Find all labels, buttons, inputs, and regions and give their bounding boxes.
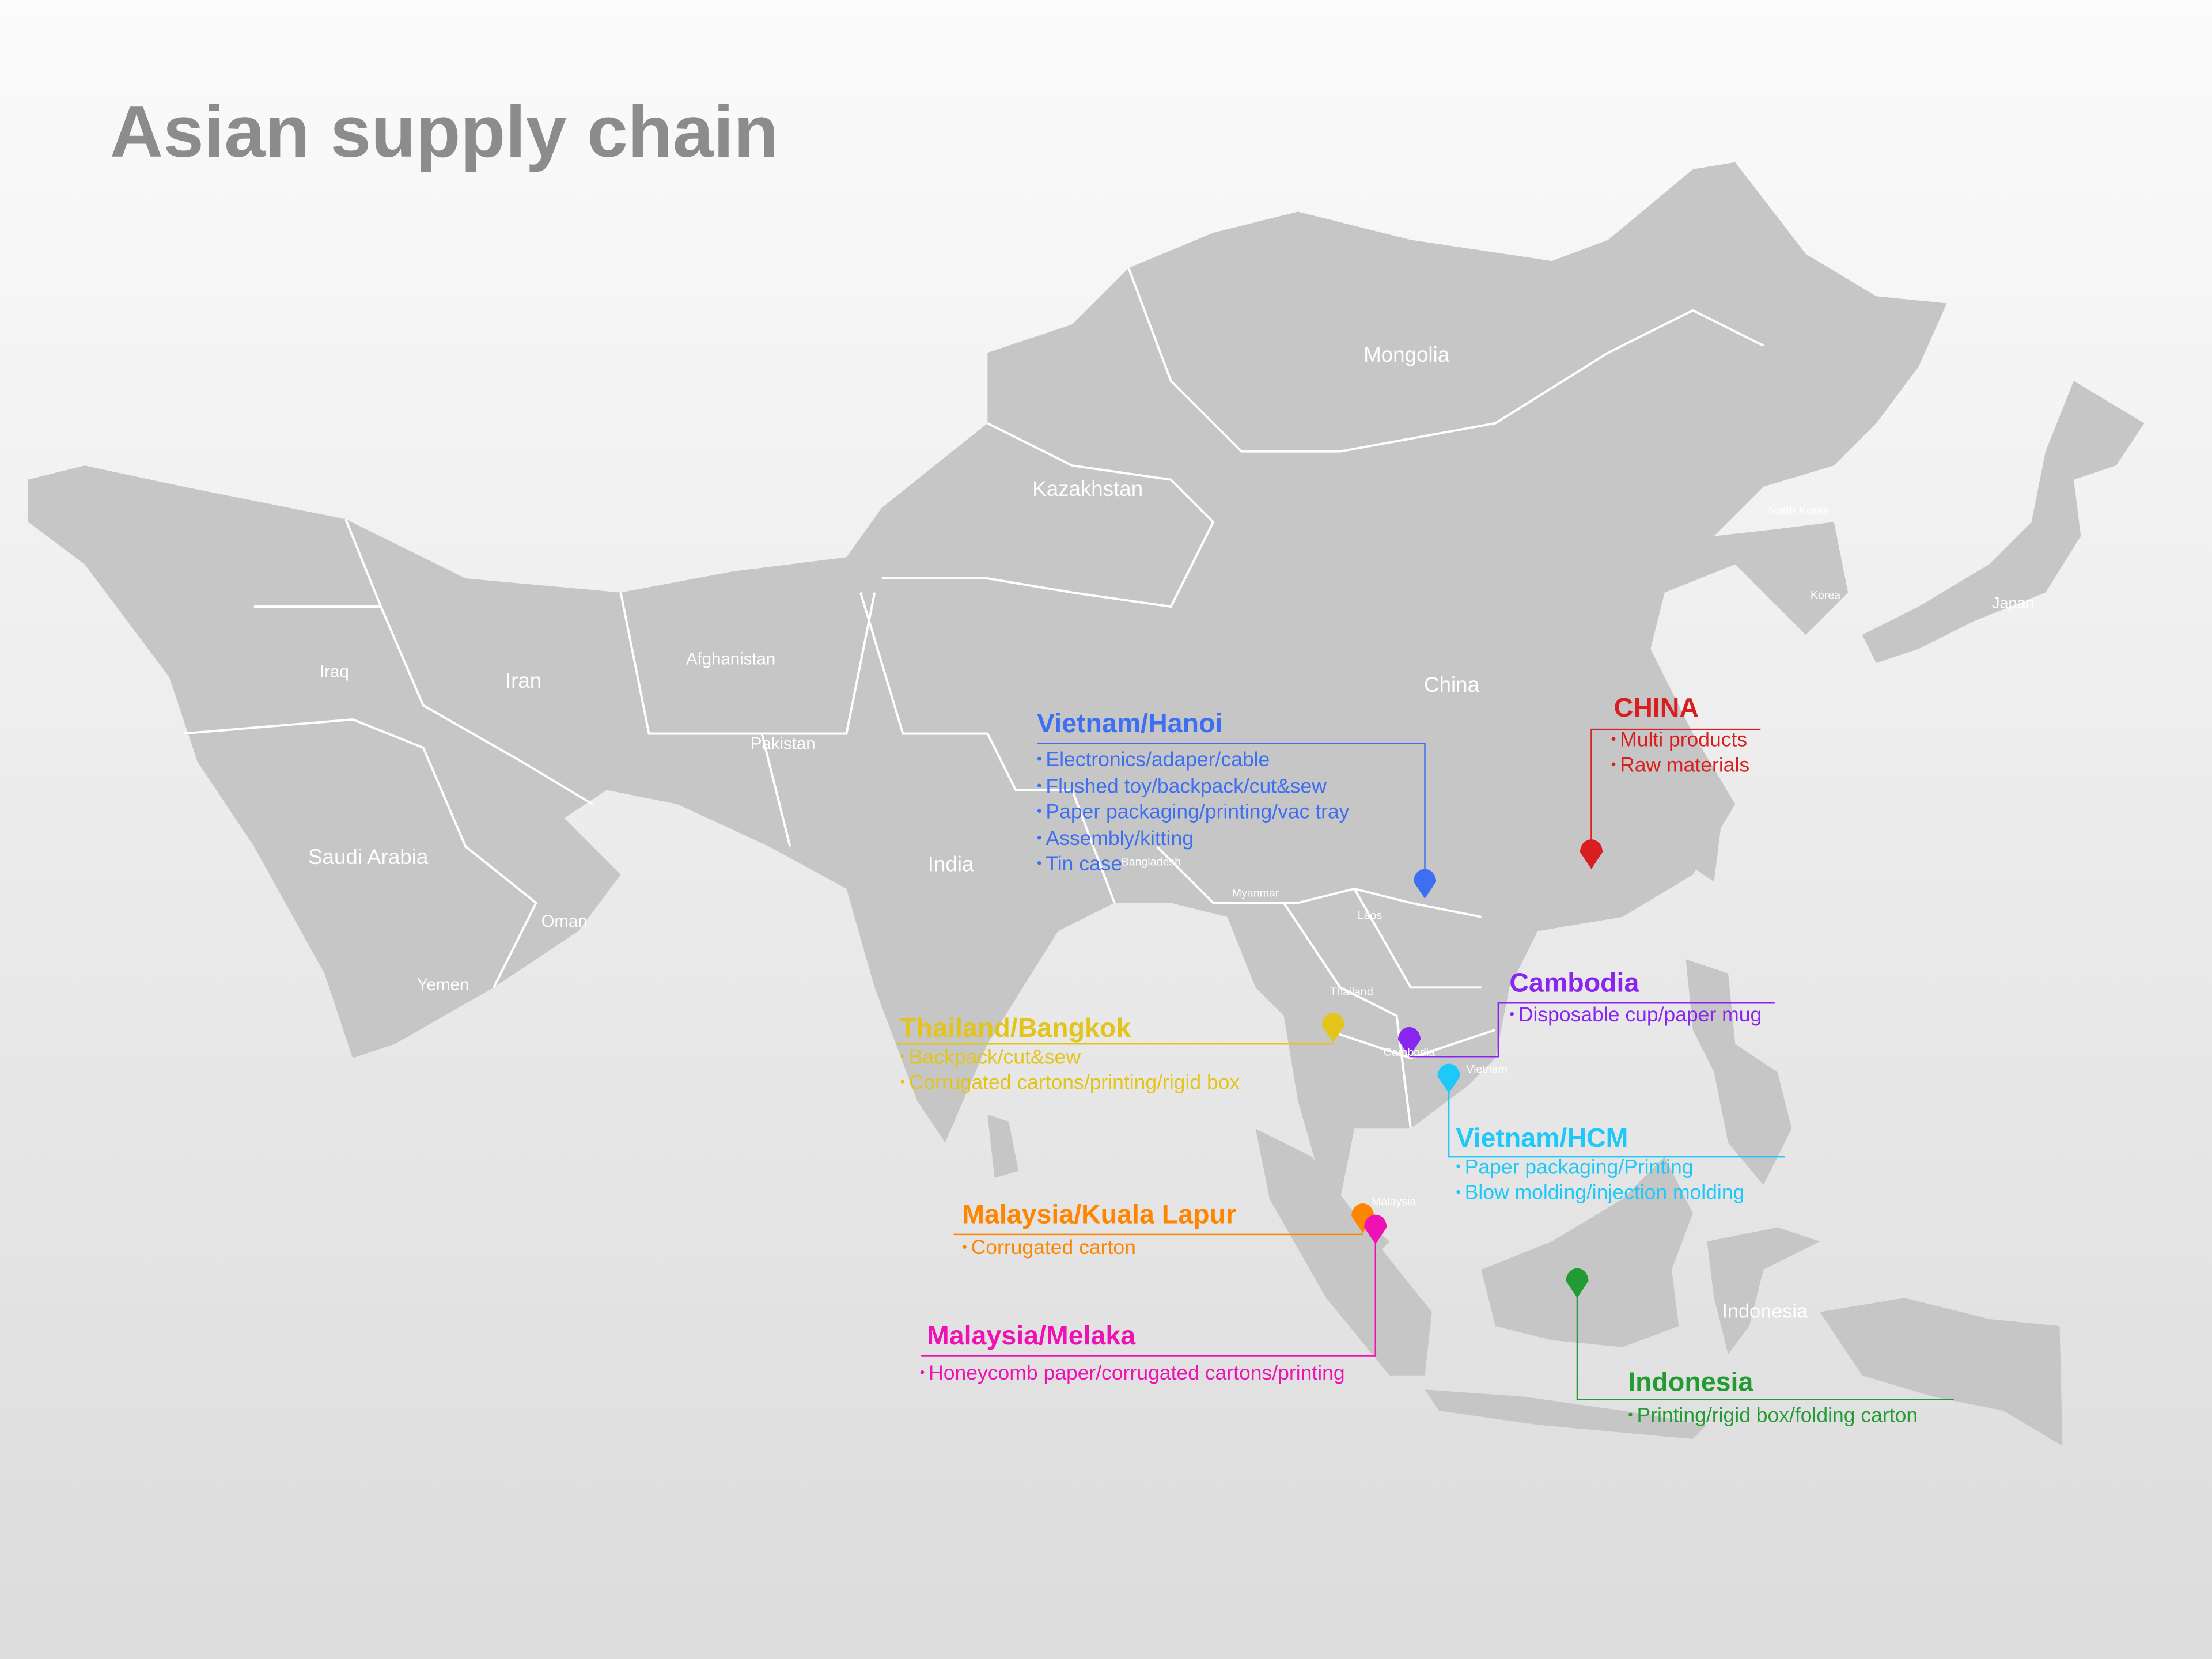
callout-vietnam-hanoi: Vietnam/Hanoi Electronics/adaper/cable F…	[1037, 710, 1349, 878]
pin-bangkok-icon[interactable]	[1321, 1013, 1344, 1043]
callout-item: Paper packaging/Printing	[1456, 1156, 1744, 1181]
taiwan-shape	[1692, 818, 1721, 882]
sumatra-shape	[1255, 1128, 1432, 1376]
callout-title: Thailand/Bangkok	[900, 1014, 1131, 1044]
label-thailand: Thailand	[1330, 985, 1373, 998]
callout-china: CHINA Multi products Raw materials	[1614, 694, 1749, 779]
label-indonesia: Indonesia	[1722, 1299, 1808, 1322]
callout-cambodia: Cambodia Disposable cup/paper mug	[1509, 969, 1762, 1029]
label-iraq: Iraq	[320, 661, 349, 681]
hainan-shape	[1493, 919, 1524, 957]
label-malaysia: Malaysia	[1371, 1195, 1416, 1209]
callout-item: Multi products	[1611, 728, 1749, 753]
callout-malaysia-melaka: Malaysia/Melaka Honeycomb paper/corrugat…	[927, 1322, 1345, 1388]
label-oman: Oman	[541, 911, 588, 931]
callout-item: Paper packaging/printing/vac tray	[1037, 800, 1349, 826]
callout-item: Assembly/kitting	[1037, 826, 1349, 852]
label-china: China	[1424, 673, 1480, 698]
callout-indonesia: Indonesia Printing/rigid box/folding car…	[1628, 1369, 1918, 1430]
label-mongolia: Mongolia	[1363, 343, 1450, 368]
callout-item: Disposable cup/paper mug	[1509, 1003, 1762, 1029]
callout-item: Corrugated carton	[962, 1236, 1236, 1262]
callout-item: Honeycomb paper/corrugated cartons/print…	[920, 1361, 1344, 1387]
label-cambodia: Cambodia	[1383, 1046, 1435, 1059]
label-afghanistan: Afghanistan	[685, 649, 776, 669]
label-saudi-arabia: Saudi Arabia	[308, 846, 429, 870]
papua-shape	[1820, 1298, 2063, 1446]
callout-title: CHINA	[1613, 694, 1699, 724]
callout-title: Indonesia	[1628, 1368, 1753, 1398]
label-laos: Laos	[1357, 909, 1382, 922]
callout-item: Corrugated cartons/printing/rigid box	[900, 1071, 1240, 1096]
label-north-korea: North Korea	[1768, 504, 1830, 517]
callout-malaysia-kuala-lapur: Malaysia/Kuala Lapur Corrugated carton	[962, 1200, 1236, 1262]
callout-item: Blow molding/injection molding	[1456, 1181, 1745, 1206]
callout-item: Tin case	[1037, 852, 1349, 878]
label-iran: Iran	[505, 669, 542, 694]
label-pakistan: Pakistan	[750, 733, 816, 753]
callout-thailand-bangkok: Thailand/Bangkok Backpack/cut&sew Corrug…	[900, 1014, 1240, 1096]
callout-item: Electronics/adaper/cable	[1037, 748, 1349, 774]
pin-indonesia-icon[interactable]	[1566, 1268, 1589, 1298]
label-india: India	[927, 853, 974, 877]
pin-cambodia-icon[interactable]	[1397, 1027, 1421, 1057]
japan-shape	[1862, 381, 2145, 664]
callout-item: Flushed toy/backpack/cut&sew	[1037, 774, 1349, 800]
label-yemen: Yemen	[416, 975, 469, 995]
callout-title: Malaysia/Melaka	[926, 1321, 1136, 1352]
callout-item: Raw materials	[1611, 753, 1749, 779]
pin-china-icon[interactable]	[1580, 839, 1603, 869]
sri-lanka-shape	[987, 1114, 1019, 1178]
callout-title: Vietnam/Hanoi	[1037, 709, 1223, 740]
label-kazakhstan: Kazakhstan	[1032, 477, 1143, 502]
callout-title: Malaysia/Kuala Lapur	[962, 1200, 1237, 1230]
pin-hcm-icon[interactable]	[1437, 1063, 1460, 1093]
label-japan: Japan	[1992, 595, 2035, 612]
pin-hanoi-icon[interactable]	[1413, 869, 1437, 899]
label-korea: Korea	[1810, 589, 1841, 602]
asia-mainland	[28, 162, 1947, 1256]
sulawesi-shape	[1707, 1227, 1820, 1355]
callout-item: Backpack/cut&sew	[900, 1046, 1240, 1071]
location-pins	[1321, 839, 1603, 1298]
page-title: Asian supply chain	[110, 92, 779, 174]
label-myanmar: Myanmar	[1232, 887, 1279, 900]
pin-kuala-lapur-icon[interactable]	[1351, 1203, 1374, 1233]
label-vietnam: Vietnam	[1466, 1063, 1508, 1076]
callout-vietnam-hcm: Vietnam/HCM Paper packaging/Printing Blo…	[1456, 1124, 1744, 1206]
pin-melaka-icon[interactable]	[1364, 1214, 1387, 1245]
callout-title: Cambodia	[1509, 969, 1639, 999]
callout-title: Vietnam/HCM	[1456, 1124, 1628, 1154]
callout-item: Printing/rigid box/folding carton	[1628, 1404, 1918, 1430]
